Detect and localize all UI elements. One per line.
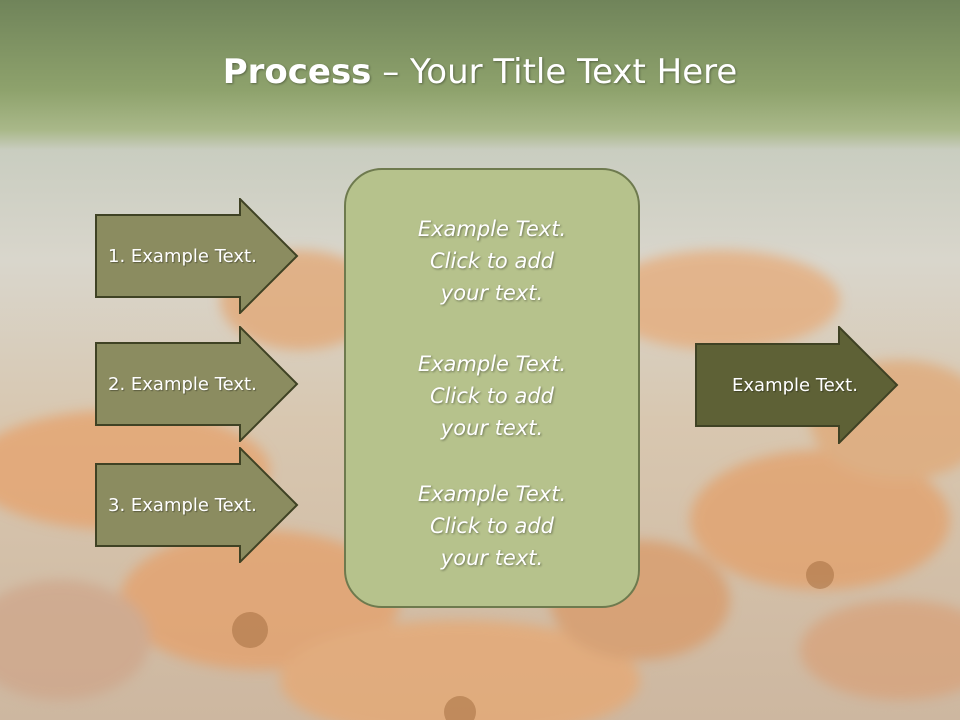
left-arrow-3-label: 3. Example Text. [108, 494, 257, 516]
center-block-2-line2: Click to add [429, 384, 554, 408]
center-text-box[interactable] [344, 168, 640, 608]
center-block-1[interactable]: Example Text. Click to add your text. [344, 213, 640, 309]
left-arrow-1[interactable]: 1. Example Text. [95, 198, 299, 314]
center-block-2-line3: your text. [440, 416, 544, 440]
right-arrow-label: Example Text. [732, 374, 858, 396]
title-bold: Process [222, 52, 372, 92]
center-block-2[interactable]: Example Text. Click to add your text. [344, 348, 640, 444]
center-block-2-line1: Example Text. [417, 352, 567, 376]
title-rest: – Your Title Text Here [371, 52, 738, 92]
slide-title[interactable]: Process – Your Title Text Here [0, 52, 960, 92]
center-block-1-line1: Example Text. [417, 217, 567, 241]
right-arrow[interactable]: Example Text. [695, 326, 899, 444]
center-block-3[interactable]: Example Text. Click to add your text. [344, 478, 640, 574]
left-arrow-2-label: 2. Example Text. [108, 373, 257, 395]
left-arrow-2[interactable]: 2. Example Text. [95, 326, 299, 442]
center-block-3-line2: Click to add [429, 514, 554, 538]
left-arrow-1-label: 1. Example Text. [108, 245, 257, 267]
center-block-3-line3: your text. [440, 546, 544, 570]
center-block-3-line1: Example Text. [417, 482, 567, 506]
center-block-1-line3: your text. [440, 281, 544, 305]
center-block-1-line2: Click to add [429, 249, 554, 273]
left-arrow-3[interactable]: 3. Example Text. [95, 447, 299, 563]
